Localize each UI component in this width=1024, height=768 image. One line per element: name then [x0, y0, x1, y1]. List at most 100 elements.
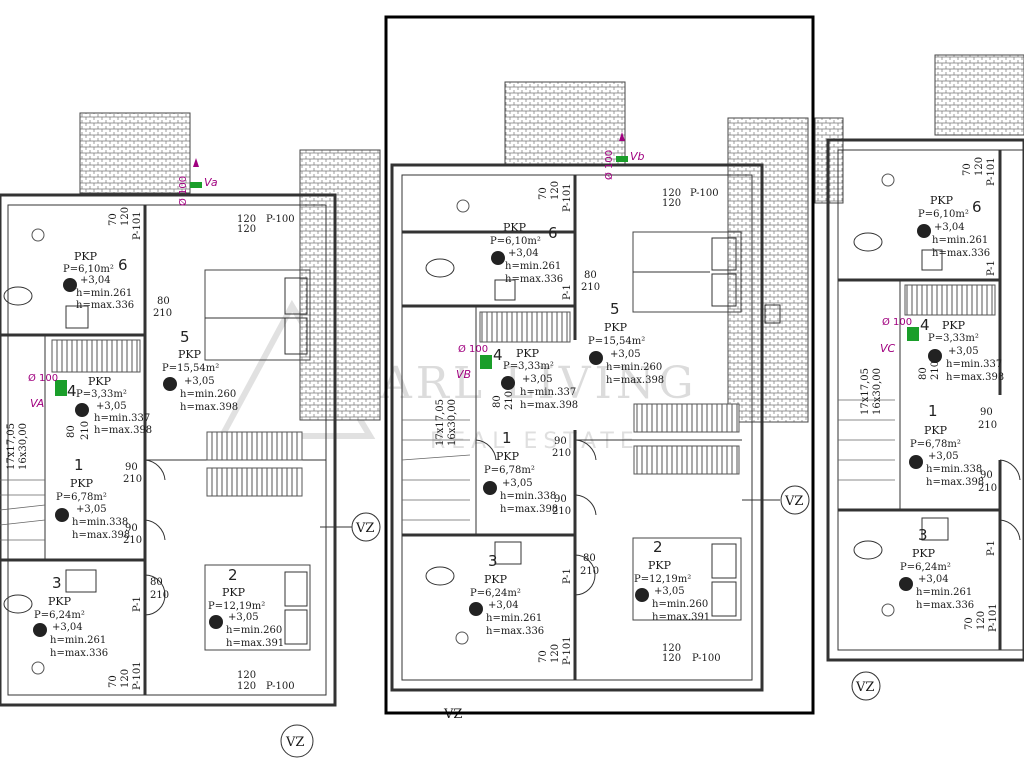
- pipe-label: Ø 100: [28, 372, 58, 384]
- room-1-left: 1 PKP P=6,78m² +3,05 h=min.338 h=max.398: [55, 456, 130, 541]
- svg-text:P-100: P-100: [690, 188, 719, 199]
- svg-text:+3,05: +3,05: [502, 478, 533, 489]
- svg-text:h=max.398: h=max.398: [500, 504, 558, 515]
- svg-text:80: 80: [66, 425, 77, 438]
- svg-text:120: 120: [976, 611, 987, 630]
- svg-text:P-100: P-100: [266, 214, 295, 225]
- svg-text:120: 120: [237, 670, 256, 681]
- svg-text:P=12,19m²: P=12,19m²: [634, 574, 691, 585]
- room-type: PKP: [74, 250, 98, 263]
- svg-text:120: 120: [120, 669, 131, 688]
- room-type: PKP: [222, 586, 246, 599]
- svg-text:h=max.398: h=max.398: [606, 375, 664, 386]
- svg-text:P=6,24m²: P=6,24m²: [900, 562, 951, 573]
- svg-text:210: 210: [930, 361, 941, 380]
- room-hmax: h=max.398: [72, 530, 130, 541]
- svg-text:70: 70: [108, 675, 119, 688]
- svg-text:h=max.336: h=max.336: [932, 248, 990, 259]
- svg-text:6: 6: [972, 198, 982, 216]
- room-level: +3,05: [96, 401, 127, 412]
- svg-text:P=6,10m²: P=6,10m²: [918, 209, 969, 220]
- svg-text:120: 120: [237, 681, 256, 692]
- svg-text:h=min.260: h=min.260: [606, 362, 662, 373]
- room-area: P=6,10m²: [63, 264, 114, 275]
- room-hmin: h=min.261: [76, 288, 132, 299]
- sun-symbols: [31, 228, 45, 675]
- svg-text:70: 70: [108, 213, 119, 226]
- room-number: 2: [228, 566, 238, 584]
- room-4-right: 4 PKP P=3,33m² +3,05 h=min.337 h=max.398: [920, 316, 1004, 383]
- room-hmin: h=min.260: [180, 389, 236, 400]
- room-hmin: h=min.338: [72, 517, 128, 528]
- room-hmin: h=min.261: [50, 635, 106, 646]
- room-number: 5: [180, 328, 190, 346]
- room-1-right: 1 PKP P=6,78m² +3,05 h=min.338 h=max.398: [909, 402, 984, 488]
- vz-marker-left: VZ VZ: [280, 512, 381, 758]
- svg-text:P=15,54m²: P=15,54m²: [588, 336, 645, 347]
- svg-text:P=6,78m²: P=6,78m²: [484, 465, 535, 476]
- room-area: P=6,24m²: [34, 610, 85, 621]
- svg-text:120: 120: [662, 198, 681, 209]
- roof-tiles: [299, 149, 381, 421]
- room-2-center: 2 PKP P=12,19m² +3,05 h=min.260 h=max.39…: [634, 538, 710, 623]
- svg-text:210: 210: [978, 483, 997, 494]
- svg-text:80: 80: [583, 553, 596, 564]
- vent-label-va-top: Va: [204, 176, 218, 189]
- room-number: 3: [52, 574, 62, 592]
- svg-text:P-1: P-1: [986, 540, 997, 556]
- svg-text:210: 210: [978, 420, 997, 431]
- svg-text:h=max.336: h=max.336: [916, 600, 974, 611]
- svg-text:120: 120: [550, 181, 561, 200]
- vent-top-center: Vb Ø 100: [603, 132, 645, 180]
- svg-text:3: 3: [488, 552, 498, 570]
- vent-label-va: VA: [30, 397, 44, 410]
- room-hmax: h=max.398: [180, 402, 238, 413]
- room-hmax: h=max.398: [94, 425, 152, 436]
- svg-text:1: 1: [928, 402, 938, 420]
- vent-label-vc: VC: [880, 342, 896, 355]
- svg-text:P-100: P-100: [266, 681, 295, 692]
- svg-text:120: 120: [237, 214, 256, 225]
- svg-text:3: 3: [918, 526, 928, 544]
- svg-text:h=min.261: h=min.261: [505, 261, 561, 272]
- svg-text:90: 90: [980, 407, 993, 418]
- svg-text:90: 90: [980, 470, 993, 481]
- svg-text:PKP: PKP: [942, 319, 966, 332]
- svg-text:210: 210: [150, 590, 169, 601]
- sun-symbols: [455, 199, 470, 645]
- svg-text:PKP: PKP: [516, 347, 540, 360]
- svg-text:+3,05: +3,05: [948, 346, 979, 357]
- room-type: PKP: [48, 595, 72, 608]
- svg-text:4: 4: [493, 346, 503, 364]
- svg-text:PKP: PKP: [484, 573, 508, 586]
- svg-text:P=3,33m²: P=3,33m²: [928, 333, 979, 344]
- svg-text:90: 90: [554, 436, 567, 447]
- svg-text:4: 4: [920, 316, 930, 334]
- room-area: P=15,54m²: [162, 363, 219, 374]
- room-number: 4: [67, 382, 77, 400]
- svg-text:16x30,00: 16x30,00: [18, 423, 29, 470]
- svg-text:P-100: P-100: [692, 653, 721, 664]
- svg-text:210: 210: [552, 448, 571, 459]
- room-level: +3,04: [80, 275, 111, 286]
- svg-text:P-101: P-101: [986, 157, 997, 186]
- svg-text:5: 5: [610, 300, 620, 318]
- svg-text:h=min.338: h=min.338: [926, 464, 982, 475]
- svg-text:120: 120: [237, 224, 256, 235]
- svg-text:17x17,05: 17x17,05: [6, 423, 17, 470]
- dimensions-center: 70 120 P-101 120 120 P-100 80 210 P-1 90…: [435, 181, 721, 665]
- svg-text:h=max.391: h=max.391: [652, 612, 710, 623]
- svg-text:210: 210: [123, 474, 142, 485]
- vent-top-left: Va Ø 100: [177, 158, 218, 206]
- room-type: PKP: [70, 477, 94, 490]
- svg-text:90: 90: [125, 462, 138, 473]
- svg-text:P-101: P-101: [562, 183, 573, 212]
- room-4-left: 4 PKP P=3,33m² +3,05 h=min.337 h=max.398: [67, 375, 152, 436]
- svg-text:210: 210: [80, 421, 91, 440]
- svg-text:16x30,00: 16x30,00: [872, 368, 883, 415]
- watermark-line2: REAL ESTATE: [430, 429, 640, 454]
- watermark: ARL LIVING REAL ESTATE: [216, 299, 694, 454]
- svg-text:h=max.398: h=max.398: [520, 400, 578, 411]
- svg-text:P=6,10m²: P=6,10m²: [490, 236, 541, 247]
- svg-text:P-1: P-1: [562, 284, 573, 300]
